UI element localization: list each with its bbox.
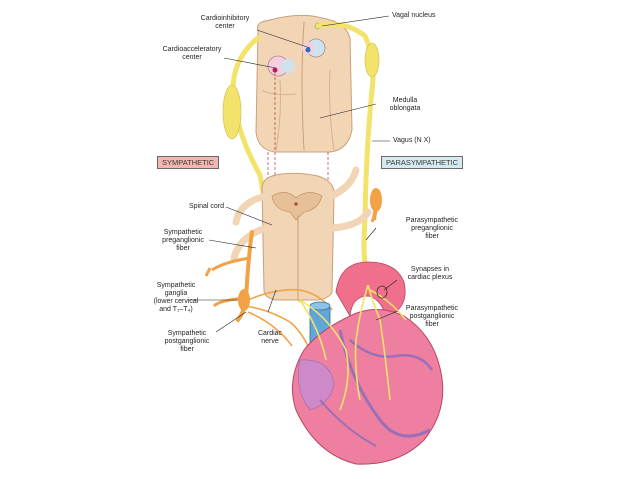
synapses-cardiac-plexus-label: Synapses in cardiac plexus bbox=[407, 266, 453, 281]
sympathetic-postganglionic bbox=[245, 288, 333, 347]
sympathetic-ganglia-label: Sympathetic ganglia (lower cervical and … bbox=[153, 282, 199, 313]
cardiac-nerve-label: Cardiac nerve bbox=[257, 330, 283, 345]
leader-lines bbox=[188, 15, 399, 333]
sympathetic-box: SYMPATHETIC bbox=[157, 156, 220, 169]
cardioacceleratory-center bbox=[267, 55, 295, 77]
sympathetic-chain bbox=[204, 188, 382, 322]
parasympathetic-postganglionic-label: Parasympathetic postganglionic fiber bbox=[405, 305, 459, 328]
vagal-nucleus-label: Vagal nucleus bbox=[392, 12, 436, 19]
medulla-oblongata-label: Medulla oblongata bbox=[389, 97, 421, 112]
sympathetic-preganglionic-label: Sympathetic preganglionic fiber bbox=[162, 229, 204, 252]
vagus-label: Vagus (N X) bbox=[393, 137, 431, 144]
sympathetic-postganglionic-label: Sympathetic postganglionic fiber bbox=[164, 330, 210, 353]
parasympathetic-box: PARASYMPATHETIC bbox=[381, 156, 464, 169]
spinal-nerve-roots bbox=[230, 166, 372, 262]
cardioacceleratory-center-label: Cardioacceleratory center bbox=[162, 46, 222, 61]
parasympathetic-postganglionic bbox=[299, 284, 407, 411]
cardiac-plexus-marker bbox=[376, 285, 388, 299]
cardioinhibitory-center bbox=[302, 38, 326, 58]
medulla-oblongata bbox=[255, 14, 353, 153]
spinal-cord-label: Spinal cord bbox=[188, 203, 224, 210]
parasympathetic-preganglionic-label: Parasympathetic preganglionic fiber bbox=[405, 217, 459, 240]
spinal-cord bbox=[261, 172, 335, 301]
cardioinhibitory-center-label: Cardioinhibitory center bbox=[200, 15, 250, 30]
